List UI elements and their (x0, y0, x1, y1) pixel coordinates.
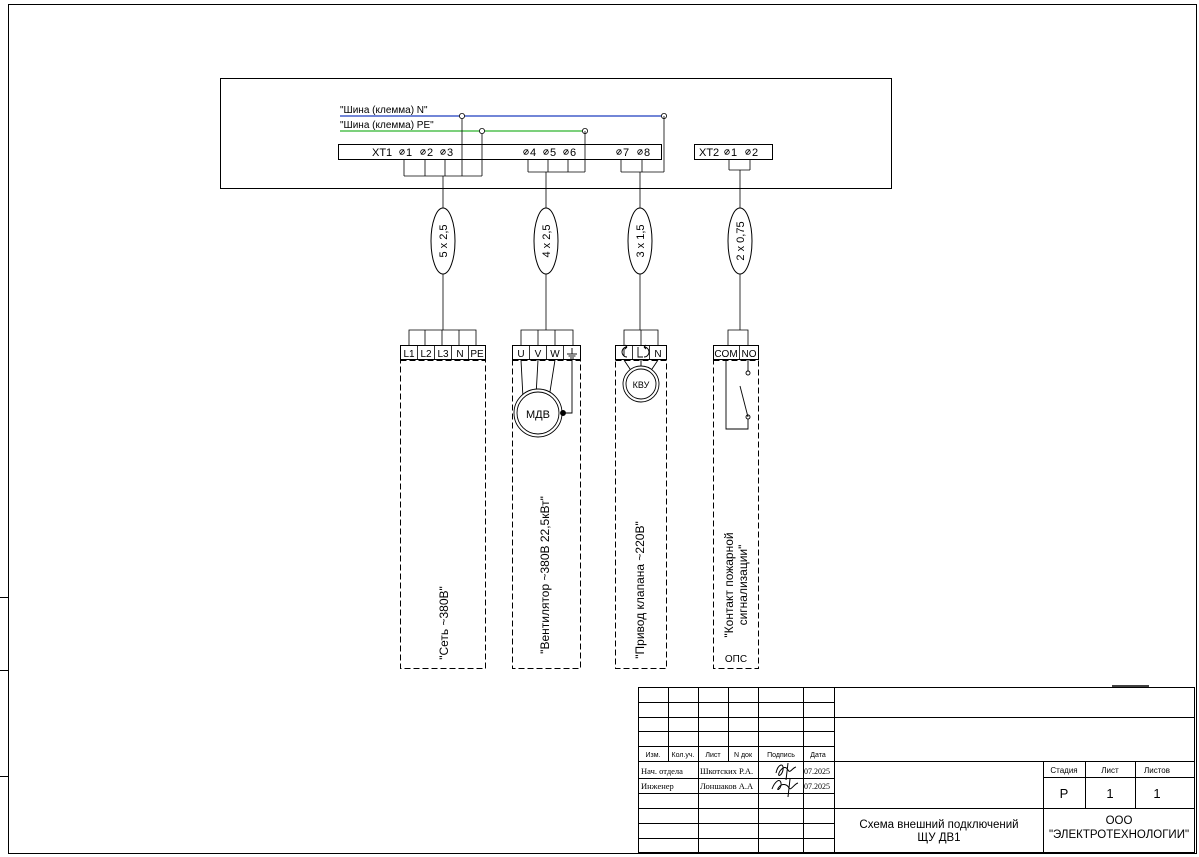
tb-header-ndoc: N док (734, 752, 753, 759)
tb-stage: Р (1060, 786, 1069, 801)
device-valve: N КВУ "Привод клапана ~220В" (615, 329, 667, 669)
tb-name-1: Шкотских Р.А. (700, 766, 753, 776)
xt1-terminal-5: 5 (550, 147, 556, 159)
tb-role-2: Инженер (641, 781, 674, 791)
tb-sheets: 1 (1153, 786, 1160, 801)
device-fan: U V W МДВ "Вентилятор ~380В 22,5кВт" (512, 329, 581, 669)
fan-terminal-v: V (535, 349, 542, 360)
title-block: Изм. Кол.уч. Лист N док Подпись Дата Нач… (638, 685, 1195, 853)
actuator-label: КВУ (633, 380, 650, 390)
control-panel: "Шина (клемма) N" "Шина (клемма) PE" XT1… (220, 78, 892, 208)
cable-3-spec: 3 x 1,5 (635, 224, 647, 257)
fan-terminal-u: U (517, 349, 524, 360)
xt1-terminal-8: 8 (644, 147, 650, 159)
tb-role-1: Нач. отдела (641, 766, 683, 776)
ground-icon (567, 348, 577, 359)
tb-org-line1: ООО (1106, 815, 1133, 827)
xt1-bundles (403, 131, 751, 208)
fire-label-line1: "Контакт пожарной (722, 532, 736, 637)
xt2-terminal-strip (694, 144, 773, 160)
cable-4: 2 x 0,75 (727, 207, 753, 330)
xt1-terminal-4: 4 (530, 147, 536, 159)
xt2-name: XT2 (699, 147, 719, 159)
actuator-symbol (622, 359, 660, 403)
drawing-frame (0, 4, 1197, 854)
xt1-name: XT1 (372, 147, 392, 159)
tb-org-line2: "ЭЛЕКТРОТЕХНОЛОГИИ" (1049, 829, 1189, 841)
cables: 5 x 2,5 4 x 2,5 3 x 1,5 2 x 0,75 (430, 207, 753, 330)
xt1-terminal-7: 7 (623, 147, 629, 159)
tb-header-izm: Изм. (646, 752, 661, 759)
network-terminal-n: N (456, 349, 463, 360)
fire-terminal-com: COM (714, 349, 737, 360)
switch-contact-icon (725, 360, 751, 430)
device-fire-contact: COM NO "Контакт пожарной сигнализации" О… (713, 329, 759, 669)
network-label: "Сеть ~380В" (437, 586, 451, 660)
network-terminal-l2: L2 (420, 349, 432, 360)
network-terminal-l1: L1 (403, 349, 415, 360)
tb-header-list: Лист (705, 752, 721, 759)
tb-header-date: Дата (810, 752, 826, 759)
fire-label-line2: сигнализации" (736, 545, 750, 626)
n-bus-label: "Шина (клемма) N" (340, 105, 428, 116)
valve-label: "Привод клапана ~220В" (633, 521, 647, 658)
cable-2-spec: 4 x 2,5 (541, 224, 553, 257)
cable-1-spec: 5 x 2,5 (438, 224, 450, 257)
tb-header-kol: Кол.уч. (672, 752, 695, 759)
xt2-screw-marks (724, 149, 751, 155)
rotation-arrow-icon (621, 344, 650, 358)
tb-stage-header: Стадия (1050, 766, 1077, 775)
fan-label: "Вентилятор ~380В 22,5кВт" (538, 496, 552, 654)
cable-4-spec: 2 x 0,75 (735, 221, 747, 260)
valve-terminal-n: N (654, 349, 661, 360)
xt1-terminal-2: 2 (427, 147, 433, 159)
xt2-terminal-2: 2 (752, 147, 758, 159)
signature-2 (771, 778, 799, 798)
tb-header-sign: Подпись (767, 752, 795, 759)
cable-2: 4 x 2,5 (533, 207, 559, 330)
signature-1 (775, 762, 797, 781)
xt1-screw-marks (399, 149, 643, 155)
cable-3: 3 x 1,5 (627, 207, 653, 330)
pe-bus-label: "Шина (клемма) PE" (340, 120, 434, 131)
xt1-terminal-strip (338, 144, 662, 160)
fire-terminal-no: NO (742, 349, 757, 360)
motor-symbol (513, 359, 573, 438)
xt1-terminals: 1 2 3 4 5 6 7 8 (406, 147, 650, 159)
tb-sheet-header: Лист (1101, 766, 1119, 775)
xt1-terminal-6: 6 (570, 147, 576, 159)
fan-terminal-w: W (550, 349, 560, 360)
motor-label: МДВ (526, 409, 550, 421)
tb-sheets-header: Листов (1144, 766, 1170, 775)
tb-date-2: 07.2025 (804, 782, 830, 791)
tb-doc-title-line1: Схема внешний подключений (859, 819, 1018, 831)
cable-1: 5 x 2,5 (430, 207, 456, 330)
xt2-terminal-1: 1 (731, 147, 737, 159)
fire-code: ОПС (725, 654, 747, 665)
network-terminal-pe: PE (470, 349, 484, 360)
tb-name-2: Лоншаков А.А (700, 781, 754, 791)
device-network: L1 L2 L3 N PE "Сеть ~380В" (400, 329, 486, 669)
tb-doc-title-line2: ЩУ ДВ1 (917, 832, 960, 844)
xt1-terminal-3: 3 (447, 147, 453, 159)
tb-sheet: 1 (1106, 786, 1113, 801)
xt1-terminal-1: 1 (406, 147, 412, 159)
tb-date-1: 07.2025 (804, 767, 830, 776)
bus-taps (458, 113, 665, 176)
network-terminal-l3: L3 (437, 349, 449, 360)
